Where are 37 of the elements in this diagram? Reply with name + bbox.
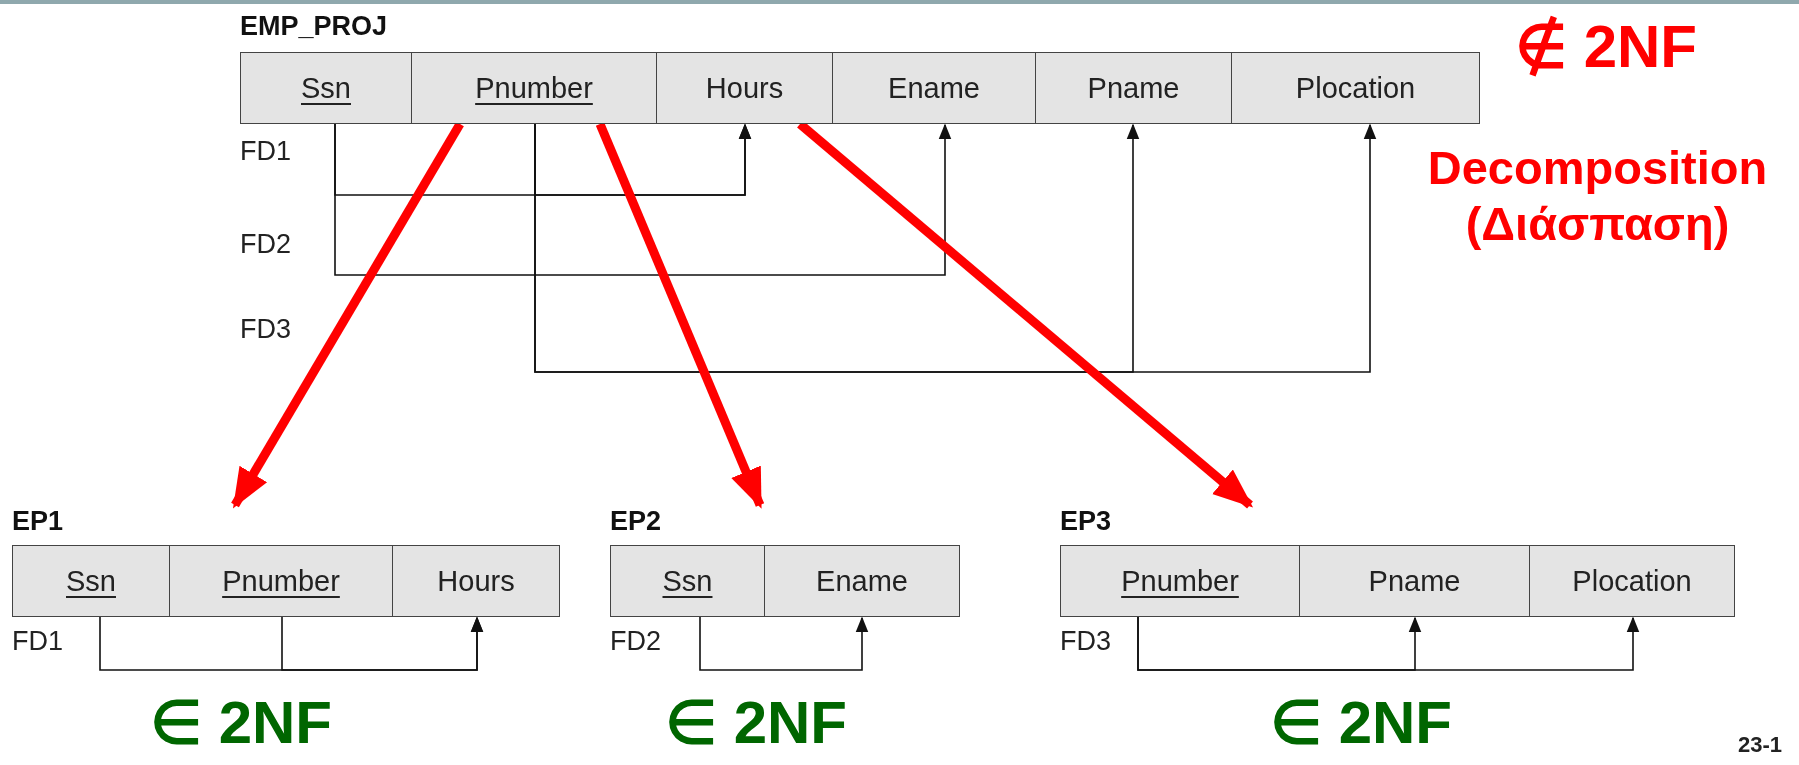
attribute-cell: Ssn xyxy=(240,52,412,124)
attribute-cell: Pname xyxy=(1036,52,1232,124)
attribute-cell: Pnumber xyxy=(1060,545,1300,617)
normal-form-note: ∈ 2NF xyxy=(150,688,333,758)
dependency-label: FD3 xyxy=(1060,625,1111,657)
attribute-cell: Ename xyxy=(833,52,1036,124)
dependency-label: FD1 xyxy=(12,625,63,657)
attribute-cell: Pnumber xyxy=(412,52,657,124)
decomposition-arrow xyxy=(595,122,765,509)
dependency-arrow xyxy=(699,616,869,671)
dependency-arrow xyxy=(1137,616,1640,671)
dependency-arrow xyxy=(334,123,952,276)
attribute-cell: Hours xyxy=(393,545,560,617)
normal-form-note: ∈ 2NF xyxy=(665,688,848,758)
annotation-text: Decomposition (Διάσπαση) xyxy=(1426,140,1769,252)
attribute-cell: Pname xyxy=(1300,545,1530,617)
relation-name: EP2 xyxy=(610,505,662,537)
attribute-cell: Ename xyxy=(765,545,960,617)
relation-name: EMP_PROJ xyxy=(240,10,388,42)
attribute-cell: Ssn xyxy=(610,545,765,617)
attribute-cell: Ssn xyxy=(12,545,170,617)
attribute-cell: Pnumber xyxy=(170,545,393,617)
attribute-cell: Hours xyxy=(657,52,833,124)
dependency-label: FD2 xyxy=(610,625,661,657)
normal-form-note: ∉ 2NF xyxy=(1515,12,1698,82)
dependency-label: FD1 xyxy=(240,135,291,167)
relation-name: EP1 xyxy=(12,505,64,537)
normal-form-note: ∈ 2NF xyxy=(1270,688,1453,758)
dependency-label: FD3 xyxy=(240,313,291,345)
page-number: 23-1 xyxy=(1738,732,1783,758)
dependency-arrow xyxy=(281,616,484,671)
attribute-cell: Plocation xyxy=(1530,545,1735,617)
attribute-cell: Plocation xyxy=(1232,52,1480,124)
dependency-label: FD2 xyxy=(240,228,291,260)
dependency-arrow xyxy=(534,123,752,196)
relation-name: EP3 xyxy=(1060,505,1112,537)
dependency-arrow xyxy=(534,123,1377,373)
